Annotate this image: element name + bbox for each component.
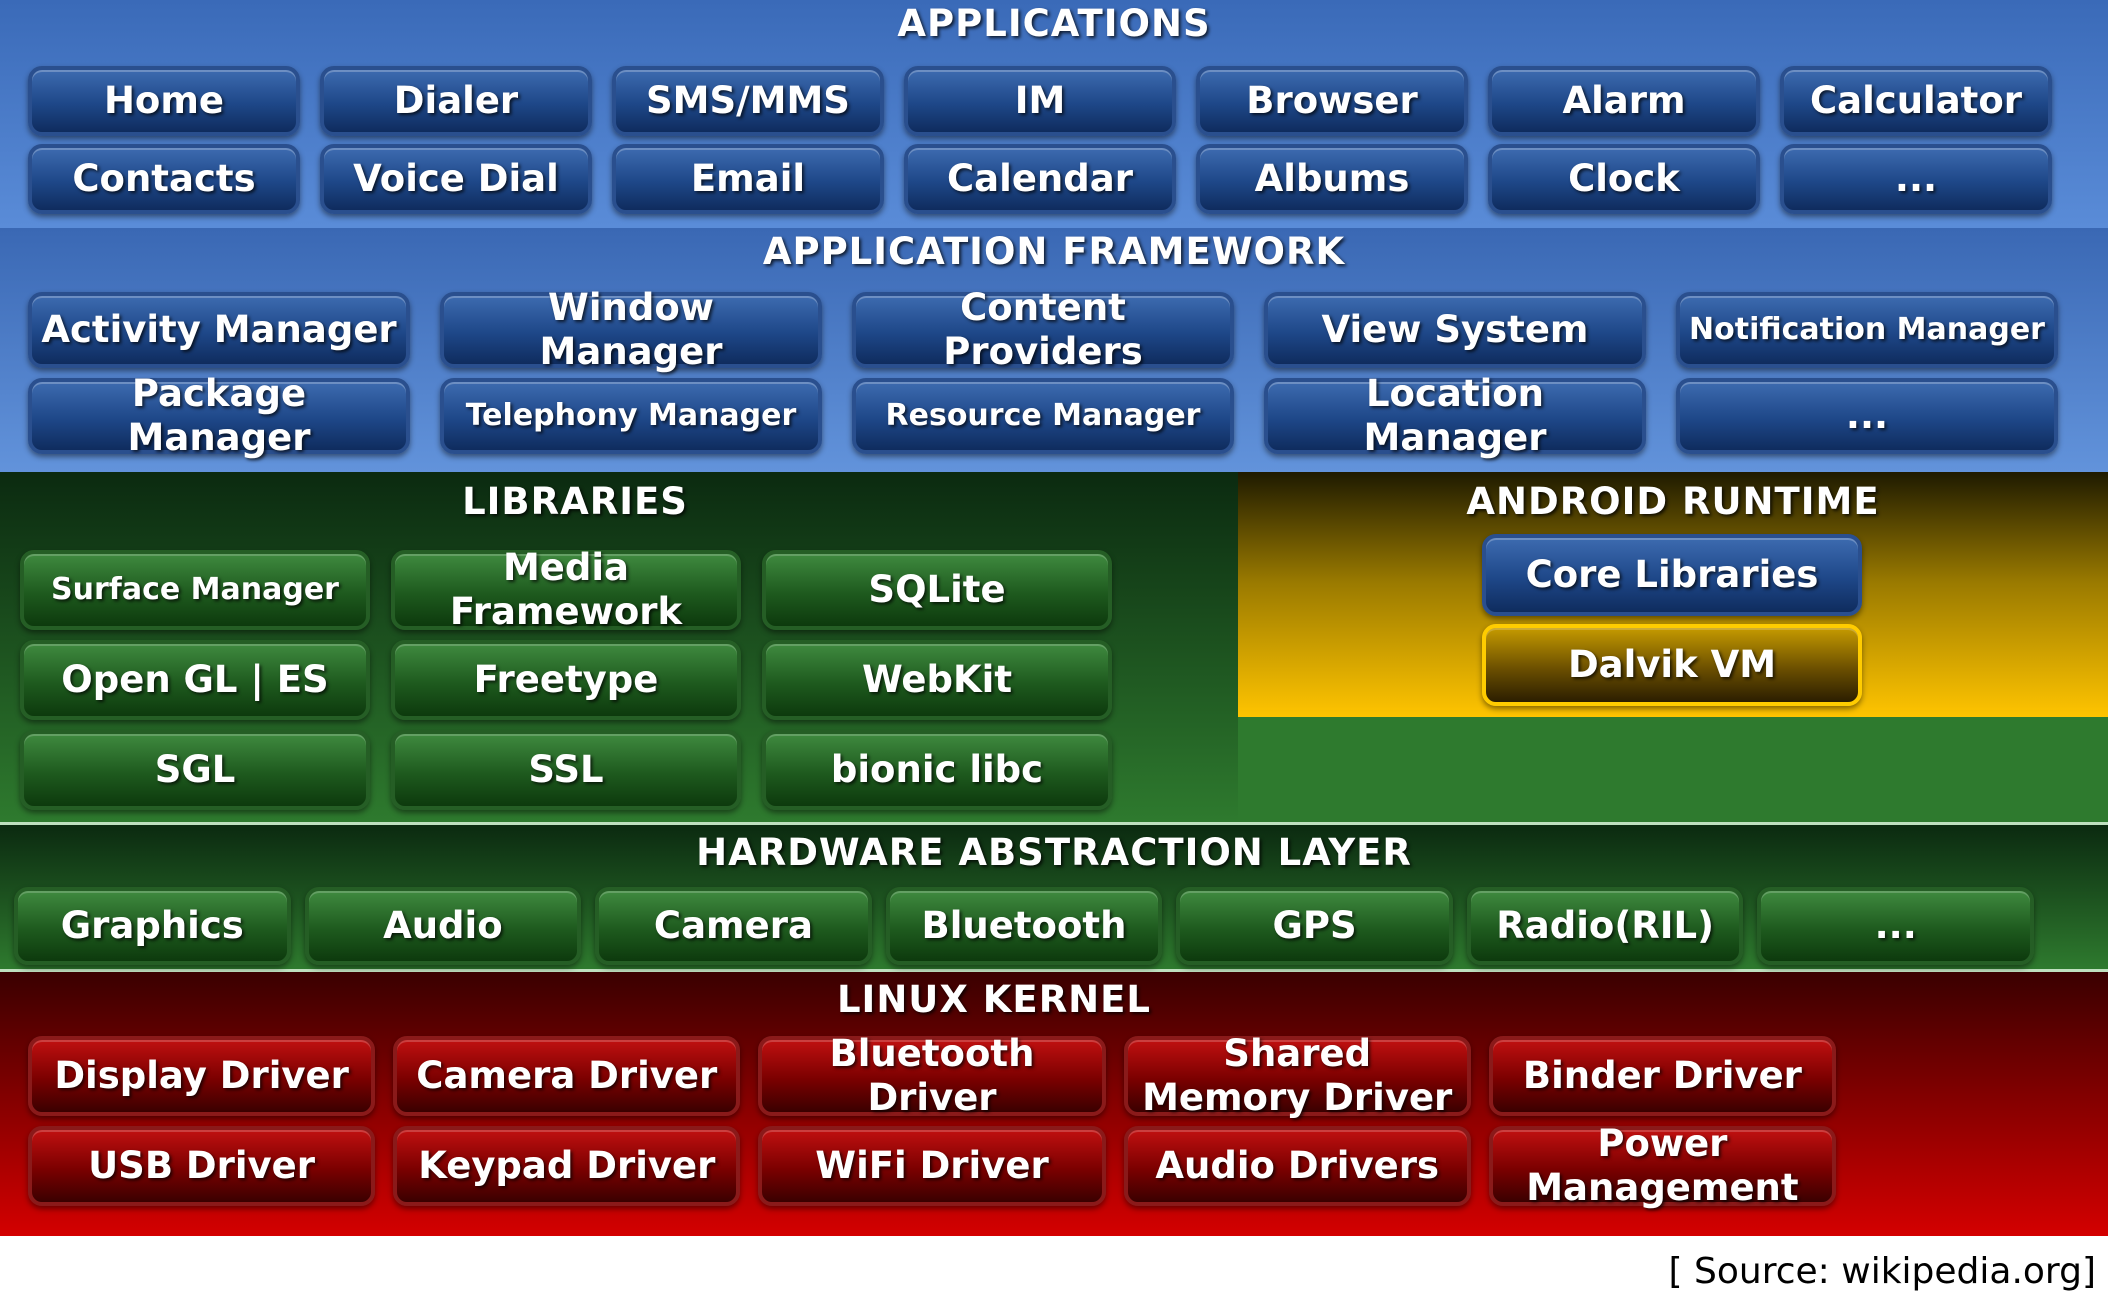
media-framework-box: Media Framework — [391, 546, 741, 633]
runtime-title: ANDROID RUNTIME — [1466, 480, 1880, 523]
notification-manager-box: Notification Manager — [1676, 292, 2058, 368]
bionic-libc-box: bionic libc — [762, 730, 1112, 810]
applications-title: APPLICATIONS — [897, 2, 1211, 45]
location-manager-box: Location Manager — [1264, 372, 1646, 459]
kernel-layer: LINUX KERNEL Display Driver Camera Drive… — [0, 972, 2108, 1236]
camera-driver-box: Camera Driver — [393, 1036, 741, 1116]
libraries-layer: LIBRARIES Surface Manager Media Framewor… — [0, 472, 1238, 822]
power-management-box: Power Management — [1488, 1122, 1836, 1209]
applications-layer: APPLICATIONS Home Dialer SMS/MMS IM Brow… — [0, 0, 2108, 231]
usb-driver-box: USB Driver — [28, 1126, 376, 1206]
surface-manager-box: Surface Manager — [20, 550, 370, 630]
hal-camera-box: Camera — [595, 887, 872, 965]
app-albums-box: Albums — [1196, 144, 1468, 214]
framework-grid: Activity Manager Window Manager Content … — [28, 286, 2058, 459]
window-manager-box: Window Manager — [440, 286, 822, 373]
hal-title: HARDWARE ABSTRACTION LAYER — [696, 831, 1412, 874]
webkit-box: WebKit — [762, 640, 1112, 720]
runtime-area: ANDROID RUNTIME Core Libraries Dalvik VM — [1238, 472, 2108, 822]
hal-radio-ril-box: Radio(RIL) — [1466, 887, 1744, 965]
app-email-box: Email — [612, 144, 884, 214]
audio-drivers-box: Audio Drivers — [1123, 1126, 1471, 1206]
view-system-box: View System — [1264, 292, 1646, 368]
runtime-layer: ANDROID RUNTIME Core Libraries Dalvik VM — [1238, 472, 2108, 717]
app-home-box: Home — [28, 66, 300, 136]
app-sms-mms-box: SMS/MMS — [612, 66, 884, 136]
sqlite-box: SQLite — [762, 550, 1112, 630]
hal-layer: HARDWARE ABSTRACTION LAYER Graphics Audi… — [0, 822, 2108, 972]
hal-bluetooth-box: Bluetooth — [885, 887, 1163, 965]
activity-manager-box: Activity Manager — [28, 292, 410, 368]
app-browser-box: Browser — [1196, 66, 1468, 136]
kernel-grid: Display Driver Camera Driver Bluetooth D… — [28, 1032, 1836, 1209]
shared-memory-driver-box: Shared Memory Driver — [1123, 1032, 1471, 1119]
freetype-box: Freetype — [391, 640, 741, 720]
app-clock-box: Clock — [1488, 144, 1760, 214]
app-calculator-box: Calculator — [1780, 66, 2052, 136]
core-libraries-box: Core Libraries — [1482, 534, 1862, 616]
display-driver-box: Display Driver — [28, 1036, 376, 1116]
package-manager-box: Package Manager — [28, 372, 410, 459]
source-caption: [ Source: wikipedia.org] — [1668, 1251, 2096, 1292]
framework-title: APPLICATION FRAMEWORK — [762, 230, 1346, 273]
app-voice-dial-box: Voice Dial — [320, 144, 592, 214]
opengl-es-box: Open GL | ES — [20, 640, 370, 720]
applications-grid: Home Dialer SMS/MMS IM Browser Alarm Cal… — [28, 66, 2052, 214]
keypad-driver-box: Keypad Driver — [393, 1126, 741, 1206]
content-providers-box: Content Providers — [852, 286, 1234, 373]
app-alarm-box: Alarm — [1488, 66, 1760, 136]
runtime-grid: Core Libraries Dalvik VM — [1482, 534, 1862, 706]
app-im-box: IM — [904, 66, 1176, 136]
hal-graphics-box: Graphics — [14, 887, 291, 965]
framework-layer: APPLICATION FRAMEWORK Activity Manager W… — [0, 228, 2108, 472]
binder-driver-box: Binder Driver — [1488, 1036, 1836, 1116]
framework-more-box: ... — [1676, 378, 2058, 454]
libraries-title: LIBRARIES — [462, 480, 688, 523]
libraries-grid: Surface Manager Media Framework SQLite O… — [20, 546, 1112, 810]
wifi-driver-box: WiFi Driver — [758, 1126, 1106, 1206]
resource-manager-box: Resource Manager — [852, 378, 1234, 454]
ssl-box: SSL — [391, 730, 741, 810]
kernel-title: LINUX KERNEL — [836, 978, 1152, 1021]
app-more-box: ... — [1780, 144, 2052, 214]
bluetooth-driver-box: Bluetooth Driver — [758, 1032, 1106, 1119]
app-dialer-box: Dialer — [320, 66, 592, 136]
telephony-manager-box: Telephony Manager — [440, 378, 822, 454]
hal-grid: Graphics Audio Camera Bluetooth GPS Radi… — [14, 887, 2034, 965]
sgl-box: SGL — [20, 730, 370, 810]
app-contacts-box: Contacts — [28, 144, 300, 214]
hal-audio-box: Audio — [304, 887, 582, 965]
app-calendar-box: Calendar — [904, 144, 1176, 214]
hal-more-box: ... — [1757, 887, 2034, 965]
hal-gps-box: GPS — [1176, 887, 1453, 965]
dalvik-vm-box: Dalvik VM — [1482, 624, 1862, 706]
